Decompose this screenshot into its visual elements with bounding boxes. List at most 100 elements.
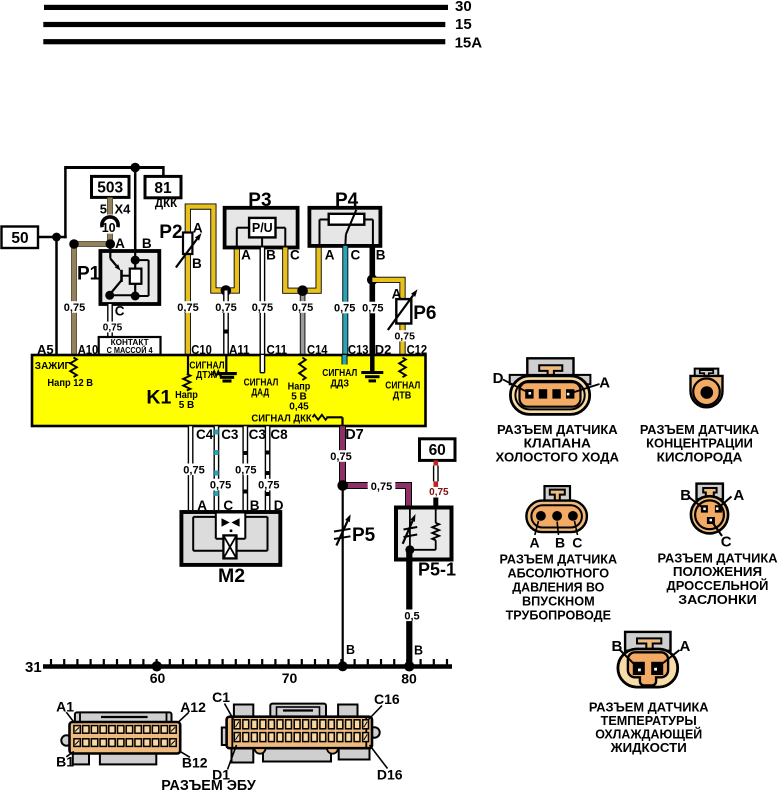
svg-text:A: A — [115, 236, 125, 251]
svg-text:С МАССОЙ 4: С МАССОЙ 4 — [107, 346, 154, 355]
svg-text:A: A — [680, 638, 691, 655]
svg-text:D: D — [274, 498, 284, 513]
svg-text:0,75: 0,75 — [210, 480, 231, 492]
svg-text:A: A — [392, 287, 402, 302]
svg-text:C14: C14 — [307, 342, 328, 357]
svg-text:ЖИДКОСТИ: ЖИДКОСТИ — [610, 740, 687, 755]
svg-text:КИСЛОРОДА: КИСЛОРОДА — [657, 449, 743, 464]
svg-text:КЛАПАНА: КЛАПАНА — [524, 436, 592, 451]
svg-text:Напр: Напр — [288, 382, 311, 393]
svg-text:30: 30 — [455, 0, 472, 15]
svg-text:C: C — [721, 534, 732, 551]
svg-text:ДТЖ: ДТЖ — [196, 370, 217, 381]
svg-text:D7: D7 — [345, 427, 364, 443]
svg-text:СИГНАЛ: СИГНАЛ — [385, 381, 420, 392]
svg-text:A: A — [599, 375, 610, 392]
svg-text:P/U: P/U — [252, 221, 273, 235]
svg-text:P5: P5 — [352, 525, 376, 546]
svg-text:ТЕМПЕРАТУРЫ: ТЕМПЕРАТУРЫ — [601, 713, 697, 728]
svg-text:ДДЗ: ДДЗ — [331, 378, 350, 389]
svg-text:D1: D1 — [212, 766, 230, 782]
svg-text:10: 10 — [102, 221, 116, 235]
svg-text:C16: C16 — [374, 691, 400, 707]
svg-text:Напр 12 В: Напр 12 В — [47, 378, 93, 389]
svg-text:P4: P4 — [335, 190, 359, 211]
svg-text:M2: M2 — [218, 565, 245, 587]
svg-text:0,75: 0,75 — [258, 480, 279, 492]
svg-text:0,75: 0,75 — [362, 302, 383, 314]
svg-text:B: B — [414, 643, 423, 657]
svg-text:B: B — [555, 535, 565, 551]
svg-text:60: 60 — [150, 670, 166, 686]
svg-text:ЗАСЛОНКИ: ЗАСЛОНКИ — [678, 592, 757, 607]
svg-text:РАЗЪЕМ ДАТЧИКА: РАЗЪЕМ ДАТЧИКА — [497, 422, 618, 437]
svg-text:B12: B12 — [182, 754, 208, 770]
svg-text:P5-1: P5-1 — [418, 560, 456, 580]
svg-text:P2: P2 — [159, 222, 182, 243]
svg-text:C: C — [572, 535, 582, 551]
svg-text:0,75: 0,75 — [235, 464, 256, 476]
svg-text:0,75: 0,75 — [429, 487, 449, 498]
svg-text:31: 31 — [25, 659, 42, 676]
svg-text:B: B — [612, 638, 623, 655]
svg-text:D16: D16 — [377, 766, 403, 782]
svg-text:АБСОЛЮТНОГО: АБСОЛЮТНОГО — [507, 565, 609, 580]
svg-text:A11: A11 — [229, 342, 250, 357]
svg-text:0,5: 0,5 — [404, 610, 419, 622]
svg-text:0,45: 0,45 — [289, 401, 309, 412]
svg-text:A: A — [530, 535, 540, 551]
svg-text:A5: A5 — [37, 342, 54, 357]
svg-text:K1: K1 — [146, 386, 171, 408]
svg-text:5 В: 5 В — [179, 400, 195, 411]
svg-text:P3: P3 — [248, 190, 271, 211]
svg-text:ДАД: ДАД — [251, 388, 269, 399]
svg-text:0,75: 0,75 — [183, 464, 204, 476]
svg-text:15: 15 — [455, 16, 472, 33]
svg-text:A1: A1 — [56, 699, 74, 715]
svg-text:70: 70 — [282, 670, 298, 686]
svg-text:C4: C4 — [196, 427, 214, 442]
svg-text:503: 503 — [97, 180, 123, 197]
svg-text:РАЗЪЕМ ДАТЧИКА: РАЗЪЕМ ДАТЧИКА — [658, 550, 778, 565]
svg-text:0,75: 0,75 — [64, 302, 85, 314]
svg-text:15A: 15A — [455, 35, 483, 52]
svg-text:C8: C8 — [270, 427, 288, 442]
svg-text:A10: A10 — [78, 342, 99, 357]
svg-text:КОНТАКТ: КОНТАКТ — [111, 338, 149, 347]
svg-text:C: C — [290, 248, 300, 263]
svg-text:A: A — [325, 248, 335, 263]
svg-text:ДРОССЕЛЬНОЙ: ДРОССЕЛЬНОЙ — [667, 578, 769, 593]
svg-text:P6: P6 — [413, 303, 436, 324]
svg-text:ОХЛАЖДАЮЩЕЙ: ОХЛАЖДАЮЩЕЙ — [595, 726, 702, 741]
svg-text:B: B — [376, 248, 386, 263]
svg-text:РАЗЪЕМ ЭБУ: РАЗЪЕМ ЭБУ — [161, 778, 256, 794]
svg-text:ПОЛОЖЕНИЯ: ПОЛОЖЕНИЯ — [673, 564, 762, 579]
svg-text:B1: B1 — [56, 753, 74, 769]
svg-text:A: A — [197, 498, 207, 513]
svg-text:ВПУСКНОМ: ВПУСКНОМ — [522, 593, 595, 608]
svg-text:A: A — [193, 221, 203, 236]
svg-text:КОНЦЕНТРАЦИИ: КОНЦЕНТРАЦИИ — [646, 436, 753, 451]
svg-text:P1: P1 — [77, 263, 101, 284]
svg-text:0,75: 0,75 — [215, 302, 236, 314]
svg-text:A12: A12 — [180, 699, 206, 715]
svg-text:B: B — [346, 643, 355, 657]
svg-text:Напр: Напр — [175, 390, 198, 401]
svg-text:СИГНАЛ: СИГНАЛ — [322, 368, 357, 379]
svg-text:C: C — [115, 303, 125, 318]
svg-text:A: A — [733, 487, 744, 504]
svg-text:5 В: 5 В — [291, 391, 307, 402]
svg-text:РАЗЪЕМ ДАТЧИКА: РАЗЪЕМ ДАТЧИКА — [500, 551, 618, 566]
svg-text:C12: C12 — [407, 342, 428, 357]
svg-text:80: 80 — [401, 671, 417, 687]
svg-text:B: B — [192, 256, 202, 271]
svg-text:B: B — [680, 487, 691, 504]
svg-text:60: 60 — [429, 442, 446, 459]
svg-text:C3: C3 — [221, 427, 239, 442]
svg-text:ДАВЛЕНИЯ ВО: ДАВЛЕНИЯ ВО — [512, 579, 604, 594]
svg-text:B: B — [250, 498, 260, 513]
svg-text:0,75: 0,75 — [103, 323, 123, 334]
svg-text:D: D — [493, 370, 504, 387]
svg-text:ТРУБОПРОВОДЕ: ТРУБОПРОВОДЕ — [506, 607, 612, 622]
svg-text:СИГНАЛ ДКК: СИГНАЛ ДКК — [251, 413, 312, 424]
